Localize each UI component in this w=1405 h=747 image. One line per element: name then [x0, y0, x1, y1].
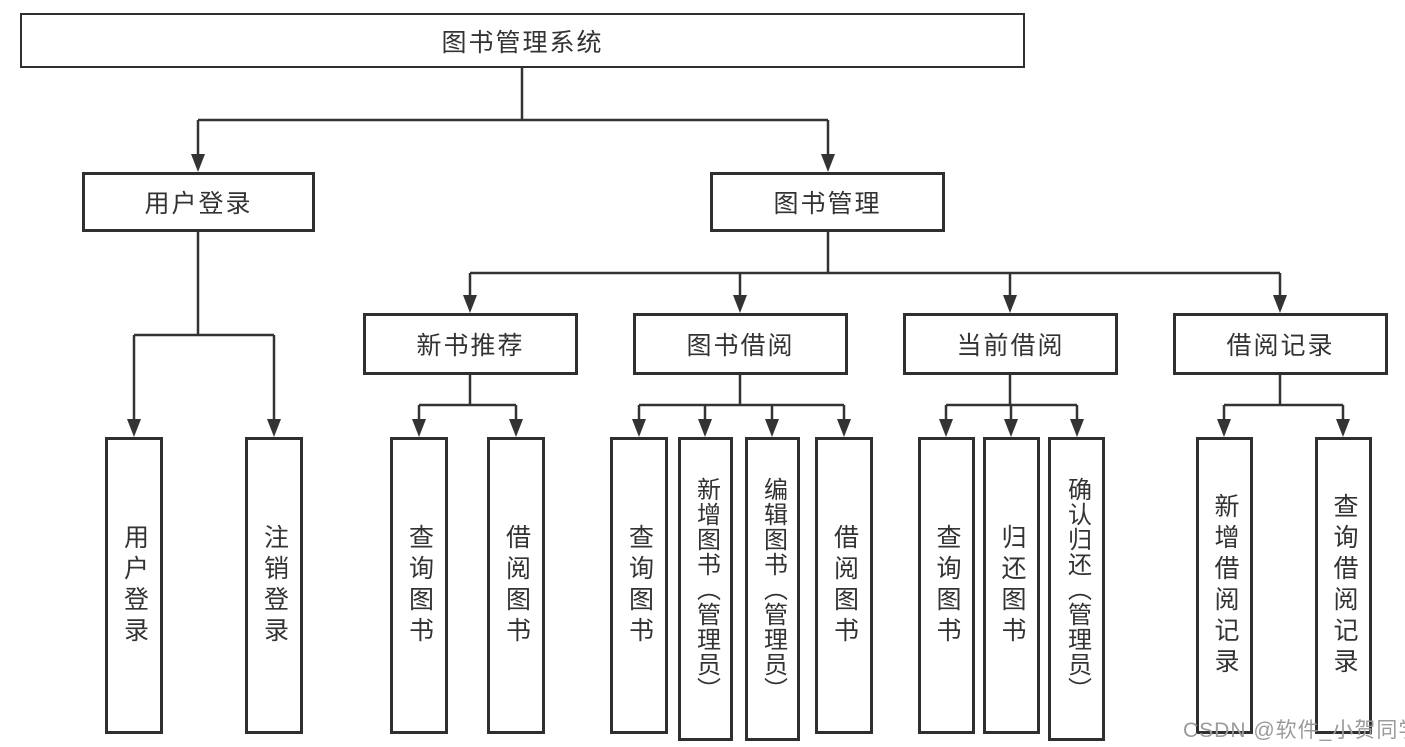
leaf-confirm-return-admin: 确认归还（管理员）	[1048, 437, 1105, 741]
leaf-user-login: 用户登录	[105, 437, 163, 734]
leaf-edit-book-admin-label: 编辑图书（管理员）	[759, 476, 787, 702]
node-root: 图书管理系统	[20, 13, 1025, 68]
leaf-query-books-recommend: 查询图书	[390, 437, 448, 734]
leaf-query-books-borrowing: 查询图书	[610, 437, 668, 734]
connector-user-login-children	[127, 232, 281, 437]
leaf-query-books-current: 查询图书	[918, 437, 975, 734]
leaf-add-borrow-record-label: 新增借阅记录	[1211, 492, 1239, 679]
node-book-management: 图书管理	[710, 172, 945, 232]
watermark: CSDN @软件_小贺同学	[1183, 719, 1405, 742]
connector-book-borrowing-children	[632, 375, 851, 437]
leaf-confirm-return-admin-label: 确认归还（管理员）	[1063, 476, 1091, 702]
node-user-login-label: 用户登录	[144, 190, 253, 218]
node-book-management-label: 图书管理	[773, 190, 882, 218]
leaf-return-books: 归还图书	[983, 437, 1040, 734]
leaf-return-books-label: 归还图书	[998, 523, 1026, 648]
node-borrowing-records-label: 借阅记录	[1226, 332, 1335, 360]
connector-book-management-children	[463, 232, 1287, 313]
node-new-book-recommendation-label: 新书推荐	[416, 332, 525, 360]
connector-borrowing-records-children	[1217, 375, 1350, 437]
leaf-query-books-current-label: 查询图书	[933, 523, 961, 648]
connector-current-borrowing-children	[939, 375, 1084, 437]
node-current-borrowing-label: 当前借阅	[956, 332, 1065, 360]
connector-new-book-children	[412, 375, 523, 437]
node-root-label: 图书管理系统	[441, 28, 604, 57]
leaf-edit-book-admin: 编辑图书（管理员）	[745, 437, 800, 741]
leaf-query-borrow-record-label: 查询借阅记录	[1330, 492, 1358, 679]
leaf-query-books-recommend-label: 查询图书	[405, 523, 434, 648]
leaf-query-books-borrowing-label: 查询图书	[625, 523, 654, 648]
node-borrowing-records: 借阅记录	[1173, 313, 1388, 375]
leaf-user-login-label: 用户登录	[120, 523, 149, 648]
node-current-borrowing: 当前借阅	[903, 313, 1118, 375]
leaf-logout-label: 注销登录	[260, 523, 289, 648]
leaf-borrow-books-borrowing: 借阅图书	[815, 437, 873, 734]
leaf-borrow-books-recommend: 借阅图书	[487, 437, 545, 734]
connector-root-to-level2	[191, 68, 835, 172]
leaf-add-borrow-record: 新增借阅记录	[1196, 437, 1253, 734]
node-book-borrowing: 图书借阅	[633, 313, 848, 375]
leaf-borrow-books-recommend-label: 借阅图书	[502, 523, 531, 648]
node-user-login: 用户登录	[82, 172, 315, 232]
node-new-book-recommendation: 新书推荐	[363, 313, 578, 375]
leaf-borrow-books-borrowing-label: 借阅图书	[830, 523, 859, 648]
node-book-borrowing-label: 图书借阅	[686, 332, 795, 360]
leaf-query-borrow-record: 查询借阅记录	[1315, 437, 1372, 734]
leaf-logout: 注销登录	[245, 437, 303, 734]
leaf-add-book-admin: 新增图书（管理员）	[678, 437, 733, 741]
leaf-add-book-admin-label: 新增图书（管理员）	[692, 476, 720, 702]
